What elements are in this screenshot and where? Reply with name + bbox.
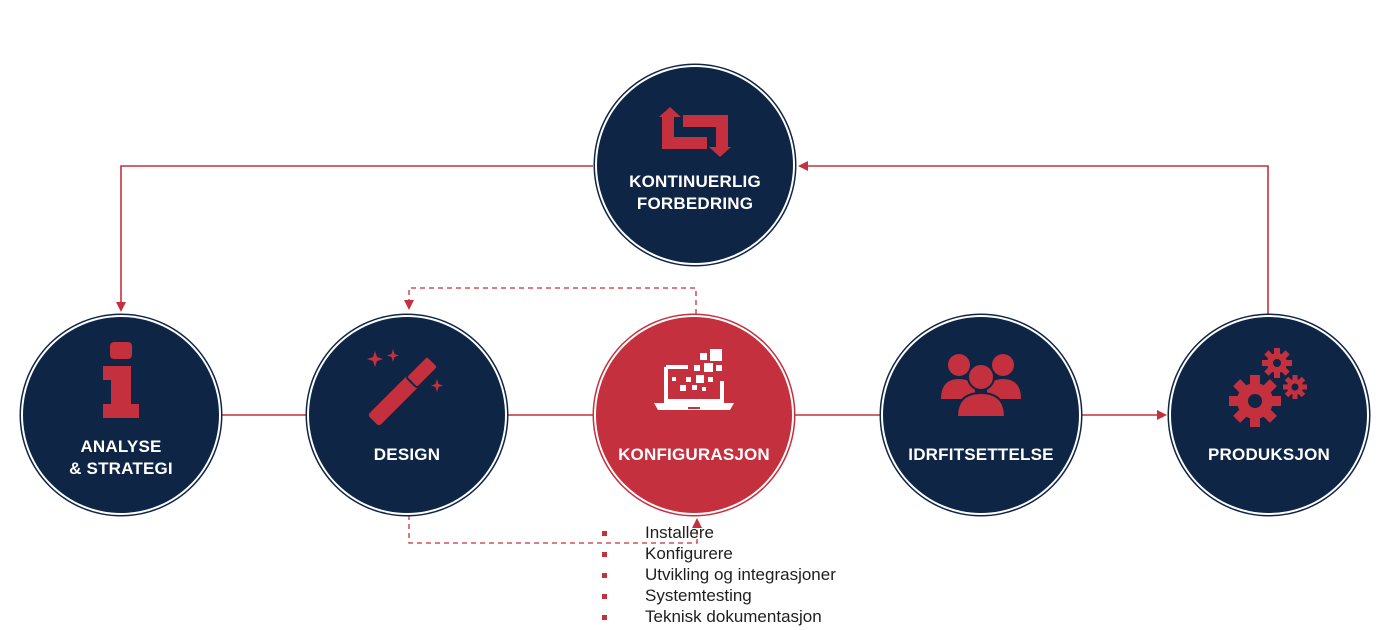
node-label: KONFIGURASJON <box>618 445 770 464</box>
node-design: DESIGN <box>309 317 505 513</box>
node-analyse-strategi: ANALYSE & STRATEGI <box>23 317 219 513</box>
list-item: Installere <box>600 522 836 543</box>
node-label: ANALYSE & STRATEGI <box>69 437 173 478</box>
list-item-text: Systemtesting <box>645 586 752 605</box>
list-item: Systemtesting <box>600 585 836 606</box>
list-item-text: Utvikling og integrasjoner <box>645 565 836 584</box>
node-kontinuerlig-forbedring: KONTINUERLIG FORBEDRING <box>597 67 793 263</box>
bullet-square-icon <box>602 615 607 620</box>
list-item-text: Konfigurere <box>645 544 733 563</box>
bullet-square-icon <box>602 531 607 536</box>
node-label: PRODUKSJON <box>1208 445 1330 464</box>
bullet-square-icon <box>602 552 607 557</box>
node-produksjon: PRODUKSJON <box>1171 317 1367 513</box>
node-konfigurasjon: KONFIGURASJON <box>596 317 792 513</box>
list-item: Teknisk dokumentasjon <box>600 606 836 627</box>
list-item-text: Installere <box>645 523 714 542</box>
bullet-square-icon <box>602 573 607 578</box>
dashed-top-arrow <box>404 287 697 314</box>
magic-wand-icon <box>367 347 447 432</box>
refresh-icon <box>655 107 735 162</box>
people-group-icon <box>939 351 1023 422</box>
node-label: DESIGN <box>373 445 441 464</box>
bullet-square-icon <box>602 594 607 599</box>
list-item: Konfigurere <box>600 543 836 564</box>
gears-icon <box>1227 347 1311 436</box>
node-label: IDRFITSETTELSE <box>908 445 1054 464</box>
info-icon <box>101 342 141 423</box>
loop-left-arrow <box>116 165 593 312</box>
list-item-text: Teknisk dokumentasjon <box>645 607 822 626</box>
dashed-bottom-arrow <box>408 515 702 544</box>
node-idrfitsettelse: IDRFITSETTELSE <box>883 317 1079 513</box>
list-item: Utvikling og integrasjoner <box>600 564 836 585</box>
laptop-pixels-icon <box>652 347 736 416</box>
node-label: KONTINUERLIG FORBEDRING <box>629 172 761 213</box>
konfigurasjon-task-list: Installere Konfigurere Utvikling og inte… <box>600 522 836 627</box>
loop-right-arrow <box>798 161 1269 314</box>
